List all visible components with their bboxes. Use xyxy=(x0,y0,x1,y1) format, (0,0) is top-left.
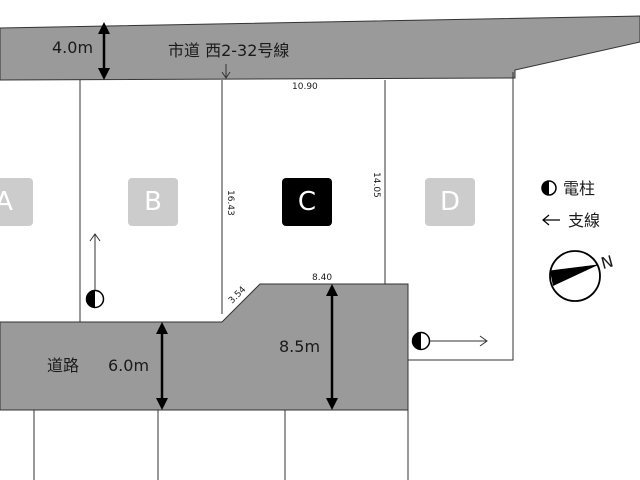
south-frontage-dimension: 8.40 xyxy=(312,273,332,283)
lot-d-label: D xyxy=(440,187,460,217)
lot-c-label: C xyxy=(298,187,316,217)
north-road-width: 4.0m xyxy=(52,38,93,57)
west-side-dimension: 16.43 xyxy=(225,190,235,216)
lot-d-boundary xyxy=(408,72,514,361)
lot-b-label: B xyxy=(144,187,162,217)
guy-wire-arrowhead xyxy=(479,335,488,347)
lot-c-box[interactable] xyxy=(282,178,332,226)
lot-a-label: A xyxy=(0,187,13,217)
north-road xyxy=(0,15,640,81)
utility-pole-icon xyxy=(411,331,431,351)
lot-a-box[interactable] xyxy=(0,178,33,226)
utility-pole-icon xyxy=(85,289,105,309)
arrowhead xyxy=(326,284,338,296)
legend-pole-icon xyxy=(541,180,557,196)
north-frontage-dimension: 10.90 xyxy=(292,82,318,92)
road-name-pointer-head xyxy=(221,71,231,79)
south-road xyxy=(0,283,409,411)
legend-guy-wire-label: 支線 xyxy=(568,211,600,230)
lot-b-box[interactable] xyxy=(128,178,178,226)
frontage-road-width: 8.5m xyxy=(279,337,320,356)
south-road-width: 6.0m xyxy=(108,356,149,375)
east-side-dimension: 14.05 xyxy=(371,172,381,198)
arrowhead xyxy=(156,322,168,334)
arrowhead xyxy=(98,22,110,34)
arrowhead xyxy=(98,68,110,80)
legend-pole-label: 電柱 xyxy=(563,179,595,198)
guy-wire-arrowhead xyxy=(89,233,101,242)
arrowhead xyxy=(156,398,168,410)
lot-d-box[interactable] xyxy=(425,178,475,226)
compass-north-label: N xyxy=(599,252,615,273)
compass-icon xyxy=(549,250,601,302)
north-road-name: 市道 西2-32号線 xyxy=(168,41,289,60)
legend-guy-wire-icon xyxy=(542,214,560,226)
arrowhead xyxy=(326,398,338,410)
south-road-name: 道路 xyxy=(47,356,79,375)
